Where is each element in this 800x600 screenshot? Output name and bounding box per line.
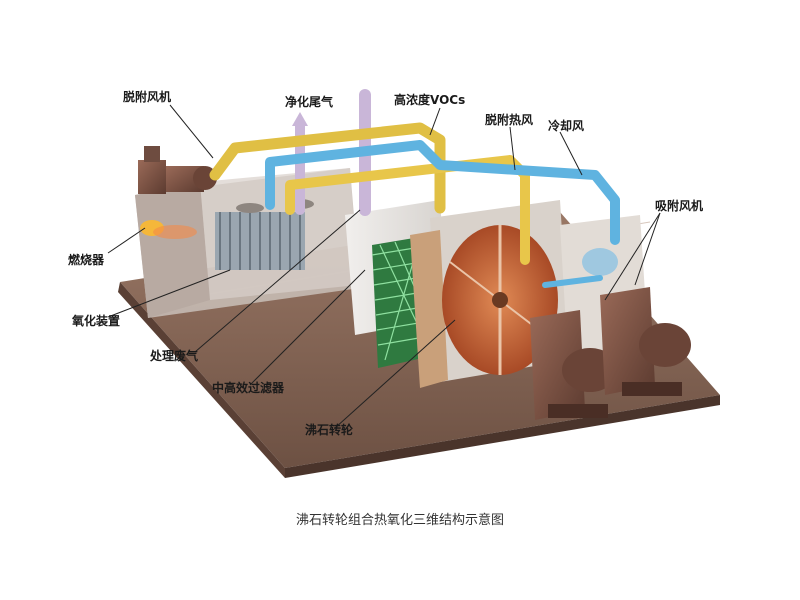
adsorption-fans — [530, 287, 691, 420]
label-medium-high-filter: 中高效过滤器 — [212, 380, 285, 395]
label-desorption-hot-air: 脱附热风 — [485, 112, 533, 127]
leader-lines — [107, 104, 661, 429]
heat-exchanger-fins — [215, 212, 305, 270]
label-adsorption-fan: 吸附风机 — [655, 198, 703, 213]
desorption-fan — [138, 146, 217, 194]
label-high-conc-vocs: 高浓度VOCs — [394, 92, 465, 107]
diagram-caption: 沸石转轮组合热氧化三维结构示意图 — [296, 512, 504, 528]
label-cooling-air: 冷却风 — [548, 118, 584, 133]
label-desorption-fan: 脱附风机 — [123, 89, 171, 104]
label-burner: 燃烧器 — [68, 252, 105, 267]
label-zeolite-rotor: 沸石转轮 — [305, 422, 354, 437]
label-treated-exhaust: 处理废气 — [149, 348, 198, 363]
cooling-air-duct — [265, 140, 620, 245]
ducts — [209, 89, 620, 288]
label-purified-exhaust: 净化尾气 — [285, 94, 333, 109]
label-oxidation-device: 氧化装置 — [71, 313, 120, 328]
labels: 脱附风机 净化尾气 高浓度VOCs 脱附热风 冷却风 吸附风机 燃烧器 氧化装置… — [68, 89, 703, 437]
